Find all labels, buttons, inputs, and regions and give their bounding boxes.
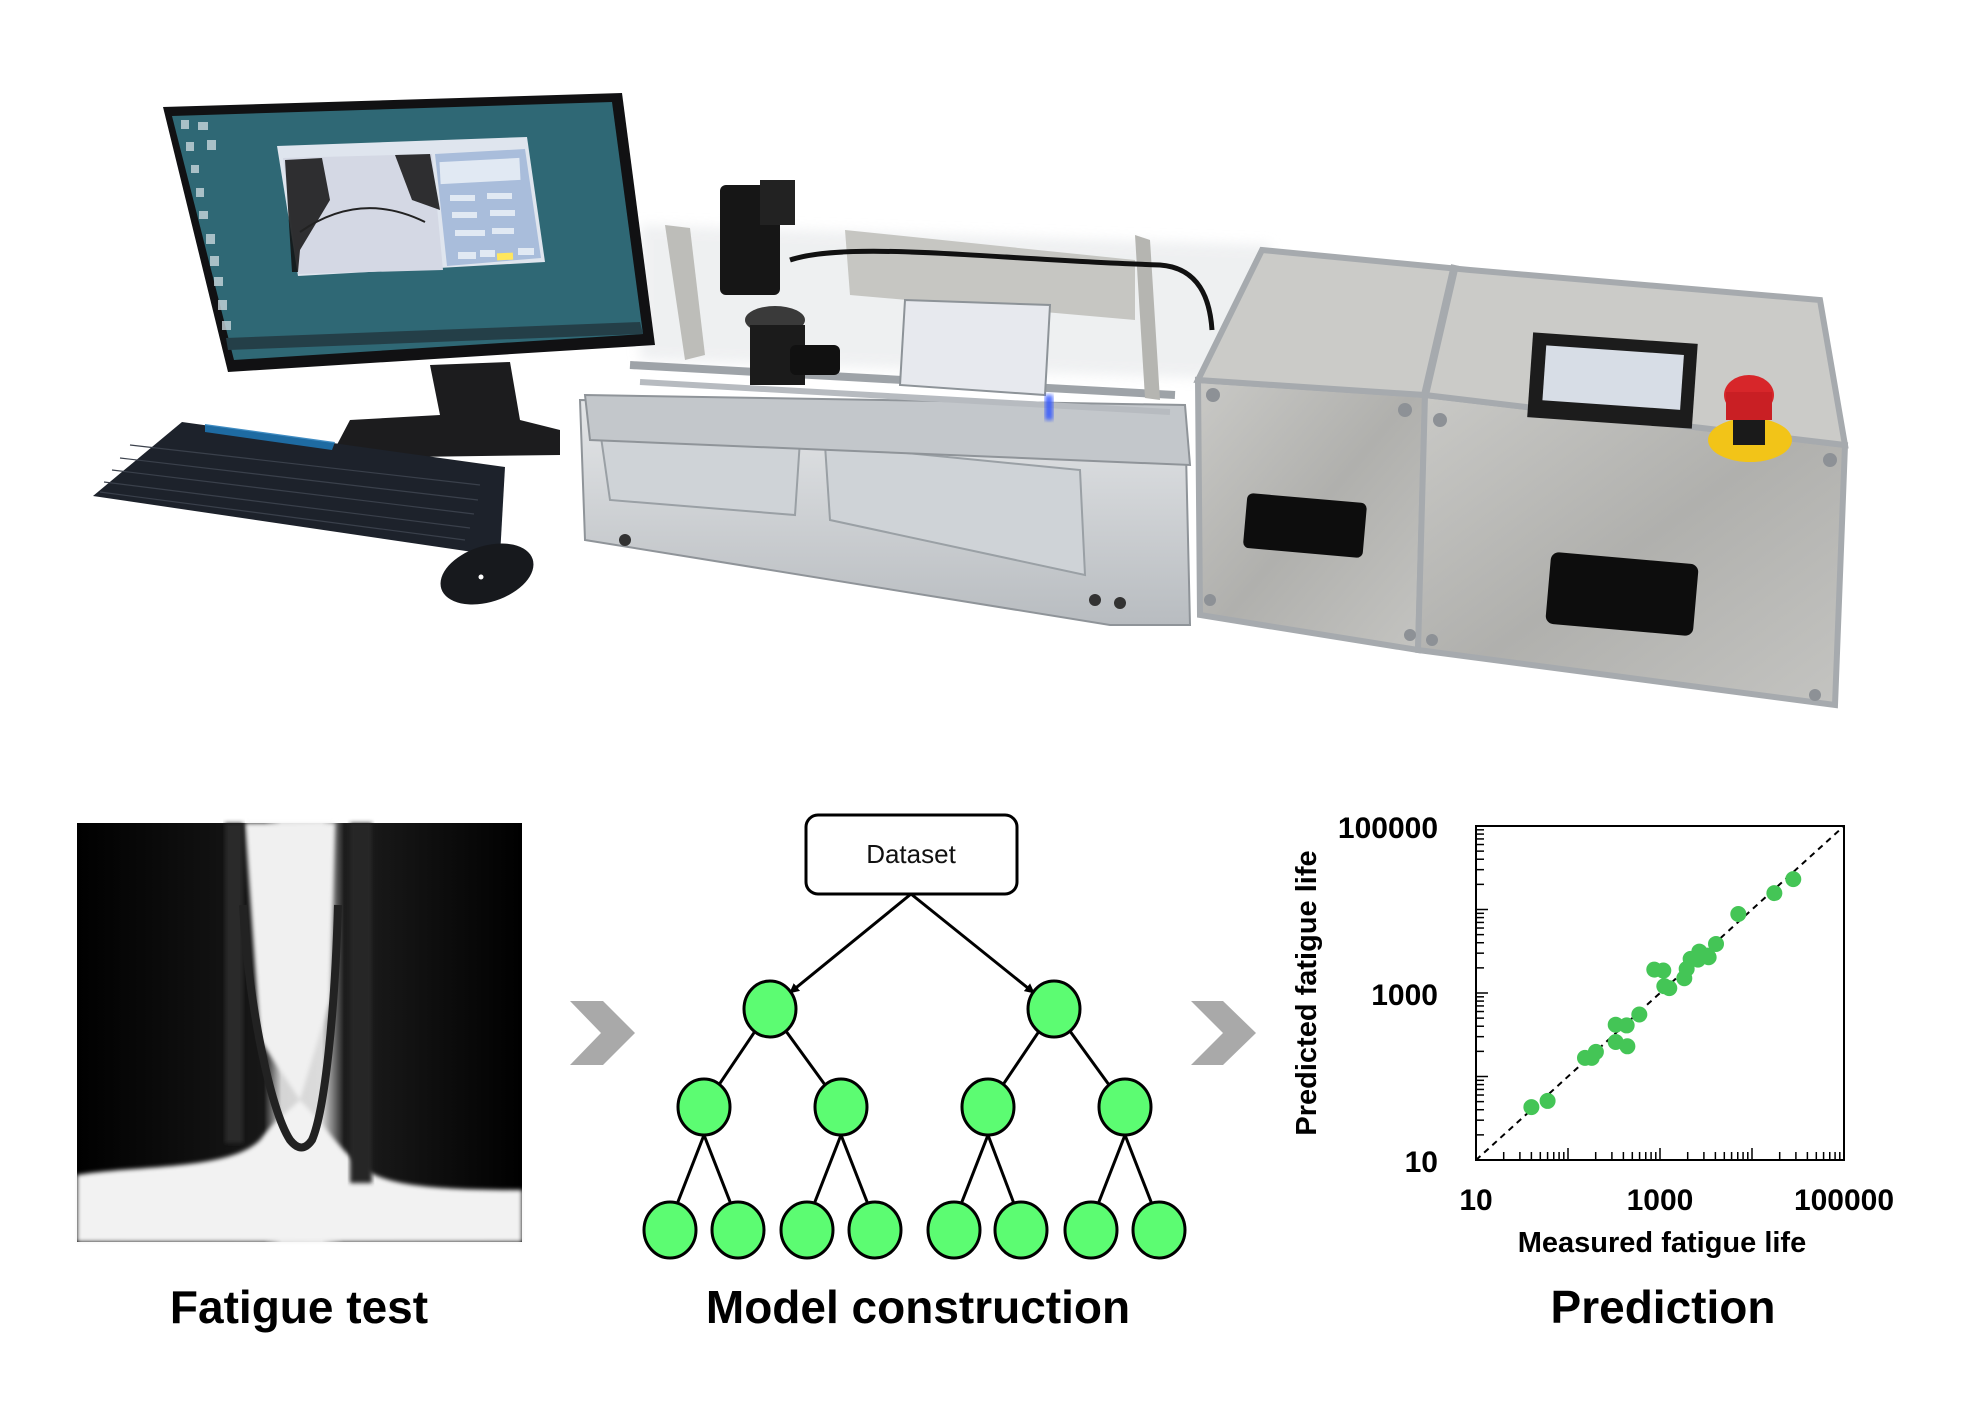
tree-node-level-2 <box>813 1077 869 1137</box>
control-box <box>1193 246 1849 709</box>
handle-right <box>1545 552 1699 636</box>
stage-prediction: 10 1000 100000 10 1000 100000 Measured f… <box>1291 812 1894 1333</box>
scatter-point <box>1631 1006 1648 1023</box>
scatter-point <box>1618 1017 1635 1034</box>
stage-title-prediction: Prediction <box>1551 1281 1776 1333</box>
scatter-point <box>1785 871 1802 888</box>
specimen-holder <box>898 298 1052 397</box>
y-tick-label: 100000 <box>1338 812 1438 845</box>
y-axis-label: Predicted fatigue life <box>1291 850 1323 1135</box>
tree-edge <box>1097 1134 1127 1204</box>
tree-node-level-2 <box>1097 1077 1153 1137</box>
monitor-stand <box>330 362 560 458</box>
stage-title-model-construction: Model construction <box>706 1281 1130 1333</box>
monitor <box>163 93 655 458</box>
tree-edge <box>784 1030 827 1086</box>
x-tick-labels: 10 1000 100000 <box>1459 1184 1894 1217</box>
scatter-point <box>1661 980 1678 997</box>
scatter-point <box>1730 905 1747 922</box>
tree-leaf-node <box>1063 1200 1119 1260</box>
scatter-point <box>1587 1043 1604 1060</box>
x-tick-label: 100000 <box>1794 1184 1894 1217</box>
decision-tree <box>642 892 1187 1260</box>
chevron-arrow-icon <box>570 1001 635 1065</box>
scatter-point <box>1539 1092 1556 1109</box>
fatigue-test-image <box>77 823 522 1242</box>
scatter-point <box>1619 1038 1636 1055</box>
tree-leaf-node <box>642 1200 698 1260</box>
stage-model-construction: Dataset Model construction <box>642 813 1187 1333</box>
tree-node-level-1 <box>1026 979 1082 1039</box>
tree-edge <box>1123 1134 1153 1204</box>
specimen-loop <box>239 904 342 1152</box>
tree-arrow <box>910 892 1035 994</box>
tree-leaf-node <box>779 1200 835 1260</box>
tree-edge <box>813 1134 843 1204</box>
tree-leaf-node <box>993 1200 1049 1260</box>
taskbar <box>226 322 643 350</box>
minor-ticks <box>1475 829 1841 1161</box>
tree-leaf-node <box>926 1200 982 1260</box>
handle-left <box>1243 493 1367 558</box>
scatter-point <box>1523 1099 1540 1116</box>
tree-leaf-node <box>1131 1200 1187 1260</box>
tree-leaf-node <box>710 1200 766 1260</box>
tree-edge <box>960 1134 990 1204</box>
app-window <box>277 137 545 276</box>
tree-edge <box>718 1030 756 1086</box>
scatter-point <box>1708 935 1725 952</box>
x-tick-label: 1000 <box>1627 1184 1694 1217</box>
test-machine <box>578 180 1215 626</box>
dataset-label: Dataset <box>866 839 956 869</box>
y-tick-label: 1000 <box>1371 979 1438 1012</box>
mouse <box>440 543 534 605</box>
apparatus-photo <box>93 93 1849 709</box>
y-tick-label: 10 <box>1405 1146 1438 1179</box>
stage-title-fatigue-test: Fatigue test <box>170 1281 428 1333</box>
emergency-stop-button <box>1708 375 1792 462</box>
scatter-point <box>1766 885 1783 902</box>
desktop-icons <box>181 120 231 330</box>
tree-node-level-1 <box>742 979 798 1039</box>
chevron-arrow-icon <box>1191 1001 1256 1065</box>
tree-node-level-2 <box>960 1077 1016 1137</box>
scatter-point <box>1655 962 1672 979</box>
lcd-screen <box>1542 345 1684 410</box>
stage-fatigue-test: Fatigue test <box>77 823 522 1333</box>
tree-arrow <box>789 892 912 994</box>
tree-edge <box>839 1134 869 1204</box>
x-tick-label: 10 <box>1459 1184 1492 1217</box>
tree-edge <box>1068 1030 1111 1086</box>
x-axis-label: Measured fatigue life <box>1518 1227 1806 1259</box>
scatter-point <box>1700 949 1717 966</box>
scatter-chart: 10 1000 100000 10 1000 100000 Measured f… <box>1291 812 1894 1259</box>
y-tick-labels: 10 1000 100000 <box>1338 812 1438 1179</box>
tree-node-level-2 <box>676 1077 732 1137</box>
keyboard <box>93 422 505 556</box>
camera <box>720 180 840 385</box>
dataset-node: Dataset <box>804 813 1019 896</box>
data-points <box>1523 871 1802 1116</box>
tree-edge <box>986 1134 1016 1204</box>
tree-edge <box>702 1134 732 1204</box>
tree-leaf-node <box>847 1200 903 1260</box>
tree-edge <box>1002 1030 1040 1086</box>
tree-edge <box>676 1134 706 1204</box>
